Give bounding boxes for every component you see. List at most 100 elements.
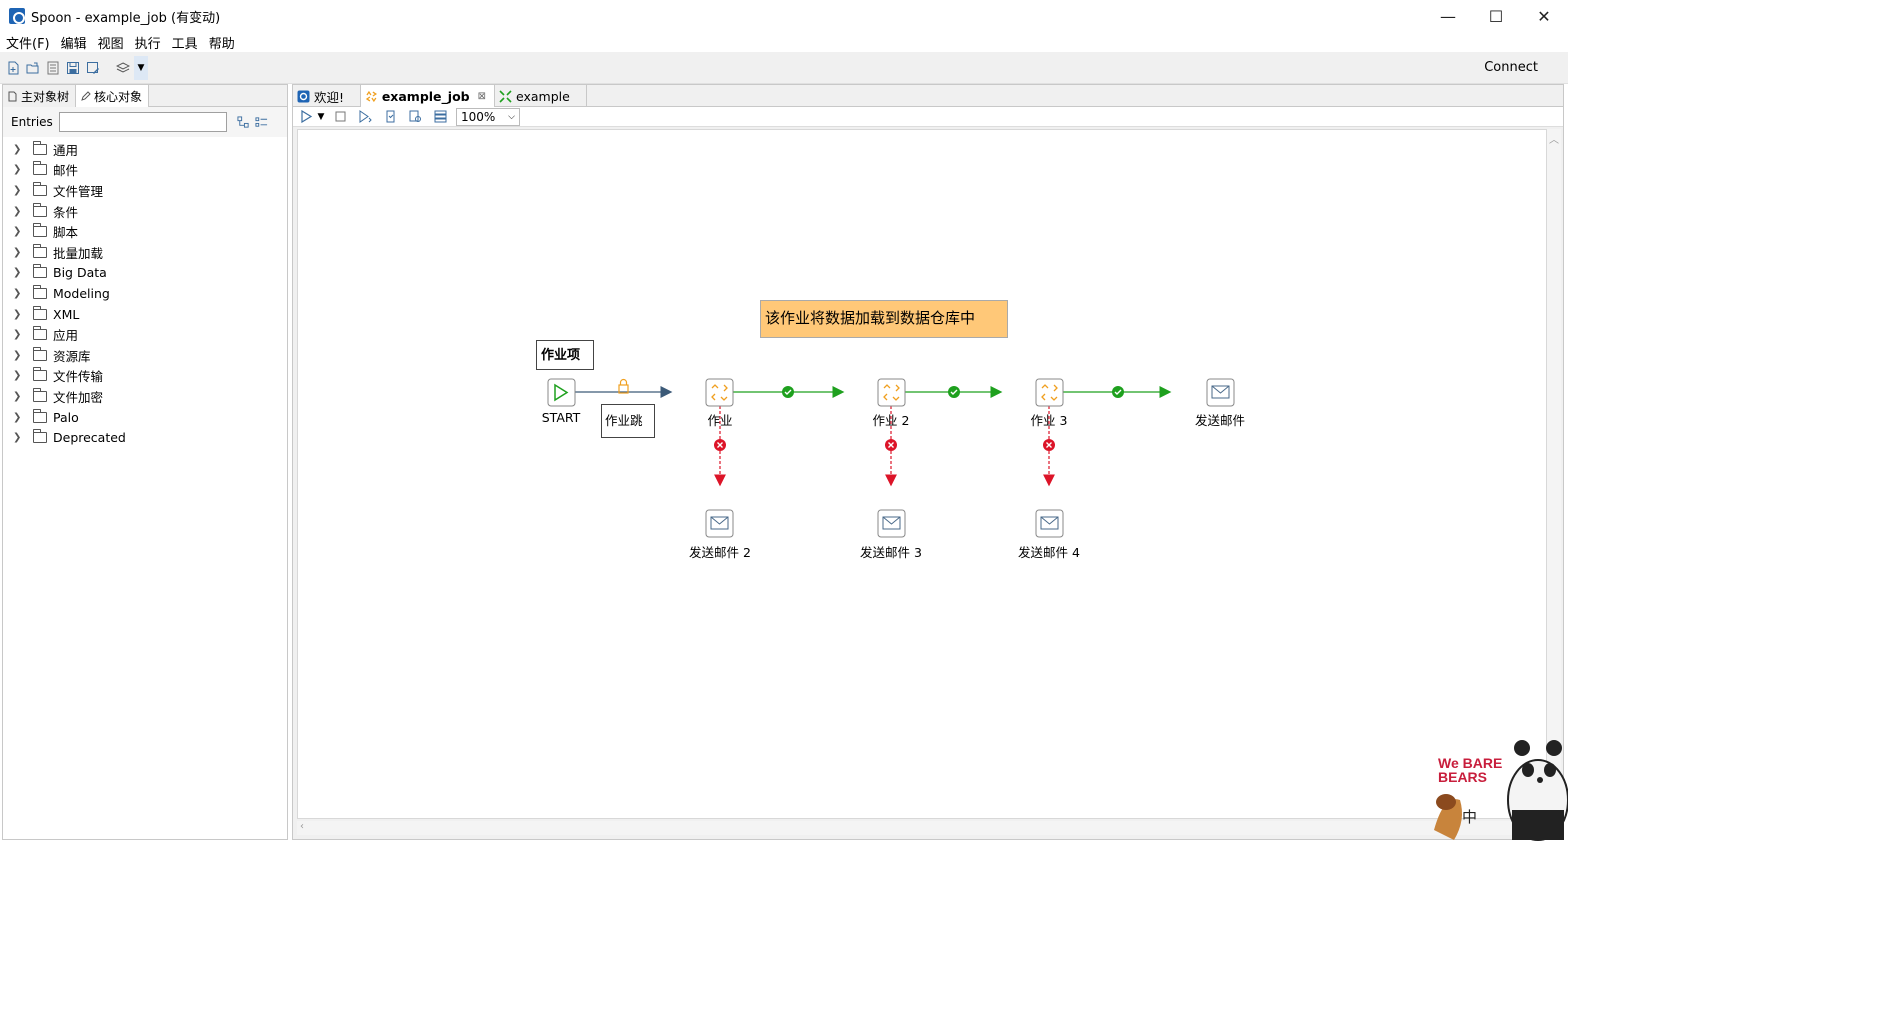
chevron-right-icon[interactable]: ❯ [13,432,22,444]
tree-item-mail[interactable]: ❯ 邮件 [3,160,287,181]
chevron-right-icon[interactable]: ❯ [13,329,22,341]
tree-item-modeling[interactable]: ❯Modeling [3,283,287,304]
note-job-hop[interactable]: 作业跳 [601,404,655,438]
open-folder-icon[interactable] [24,59,42,77]
tab-main-tree[interactable]: 主对象树 [3,85,77,107]
job-entry-1[interactable] [705,378,734,407]
tree-item-bulk-loading[interactable]: ❯批量加载 [3,242,287,263]
save-icon[interactable] [64,59,82,77]
note-job-entry[interactable]: 作业项 [536,340,594,370]
minimize-button[interactable]: — [1440,6,1456,26]
tree-item-big-data[interactable]: ❯Big Data [3,263,287,284]
sql-icon[interactable] [431,108,449,126]
chevron-right-icon[interactable]: ❯ [13,411,22,423]
close-tab-icon[interactable]: ⊠ [477,90,486,102]
hop-job1-mail2-error[interactable] [714,406,726,487]
mail-entry-4[interactable] [1035,509,1064,538]
save-as-icon[interactable] [84,59,102,77]
hop-job2-job3[interactable] [905,386,1003,398]
collapse-all-icon[interactable] [253,114,269,130]
zoom-select[interactable]: 100% ⌵ [456,107,520,126]
hop-job3-mail1[interactable] [1063,386,1172,398]
tree-item-xml[interactable]: ❯ XML [3,304,287,325]
tree-item-deprecated[interactable]: ❯Deprecated [3,427,287,448]
entries-search-input[interactable] [59,112,227,132]
scroll-left-icon[interactable]: ‹ [300,821,304,832]
run-icon[interactable] [297,108,315,126]
tree-item-file-management[interactable]: ❯ 文件管理 [3,180,287,201]
tree-item-file-transfer[interactable]: ❯ 文件传输 [3,366,287,387]
chevron-right-icon[interactable]: ❯ [13,184,22,196]
close-button[interactable]: ✕ [1537,6,1551,26]
tab-core-objects[interactable]: 核心对象 [76,85,150,107]
folder-icon [33,408,47,423]
tab-example[interactable]: example [495,85,587,107]
tree-item-label: 通用 [53,142,79,158]
explore-repository-icon[interactable] [44,59,62,77]
job-entry-2[interactable] [877,378,906,407]
chevron-right-icon[interactable]: ❯ [13,246,22,258]
start-entry[interactable] [547,378,576,407]
hop-start-job1[interactable] [575,378,673,398]
menu-help[interactable]: 帮助 [208,36,235,52]
chevron-right-icon[interactable]: ❯ [13,308,22,320]
perspective-dropdown[interactable]: ▼ [134,55,148,80]
job-entry-2-label: 作业 2 [872,413,910,428]
replay-icon[interactable] [356,108,374,126]
hop-job2-mail3-error[interactable] [885,406,897,487]
run-options-dropdown-icon[interactable]: ▼ [317,111,325,122]
chevron-right-icon[interactable]: ❯ [13,370,22,382]
menu-tools[interactable]: 工具 [171,36,198,52]
job-entry-3[interactable] [1035,378,1064,407]
mail-entry-3[interactable] [877,509,906,538]
scroll-up-icon[interactable]: ︿ [1549,135,1559,146]
check-job-icon[interactable] [381,108,399,126]
tree-item-label: 文件传输 [53,369,104,385]
tree-item-file-encryption[interactable]: ❯文件加密 [3,386,287,407]
layers-icon[interactable] [114,59,132,77]
tab-example-job[interactable]: example_job ⊠ [361,85,495,107]
stop-icon[interactable] [331,108,349,126]
chevron-right-icon[interactable]: ❯ [13,205,22,217]
tree-item-conditions[interactable]: ❯条件 [3,201,287,222]
tree-item-utility[interactable]: ❯ 应用 [3,324,287,345]
chevron-right-icon[interactable]: ❯ [13,164,22,176]
tree-item-label: XML [53,306,80,322]
ime-indicator[interactable]: 中 [1462,808,1478,826]
menu-file[interactable]: 文件(F) [6,36,50,52]
entries-label: Entries [11,115,53,129]
mail-entry-2[interactable] [705,509,734,538]
tree-item-label: 文件管理 [53,183,104,199]
connect-button[interactable]: Connect [1484,60,1538,75]
vertical-scrollbar[interactable]: ︿ [1547,129,1561,819]
chevron-right-icon[interactable]: ❯ [13,390,22,402]
note-description[interactable]: 该作业将数据加载到数据仓库中 [760,300,1008,338]
tree-item-palo[interactable]: ❯Palo [3,407,287,428]
tree-item-label: 应用 [53,328,79,344]
chevron-right-icon[interactable]: ❯ [13,349,22,361]
mail-entry-1[interactable] [1206,378,1235,407]
maximize-button[interactable]: ☐ [1488,6,1504,26]
hop-job3-mail4-error[interactable] [1043,406,1055,487]
left-panel: 主对象树 核心对象 Entries ❯通用 ❯邮件 ❯文件管理 ❯条件 ❯脚本 … [2,84,288,840]
job-canvas[interactable]: START 作业 作业 2 作业 3 发送邮件 发送邮件 2 发送邮件 3 发送… [297,129,1547,819]
folder-icon [33,140,47,155]
horizontal-scrollbar[interactable]: ‹ [297,821,1547,835]
new-file-icon[interactable] [4,59,22,77]
hop-job1-job2[interactable] [733,386,845,398]
tab-welcome[interactable]: 欢迎! [293,85,361,107]
tree-item-label: 邮件 [53,163,79,179]
chevron-right-icon[interactable]: ❯ [13,226,22,238]
menu-edit[interactable]: 编辑 [60,36,87,52]
tree-item-repository[interactable]: ❯资源库 [3,345,287,366]
menu-view[interactable]: 视图 [97,36,124,52]
analyze-impact-icon[interactable] [406,108,424,126]
expand-all-icon[interactable] [235,114,251,130]
menu-run[interactable]: 执行 [134,36,161,52]
tree-item-general[interactable]: ❯ 通用 [3,139,287,160]
chevron-right-icon[interactable]: ❯ [13,287,22,299]
folder-icon [33,305,47,320]
chevron-right-icon[interactable]: ❯ [13,267,22,279]
tree-item-scripting[interactable]: ❯脚本 [3,221,287,242]
chevron-right-icon[interactable]: ❯ [13,143,22,155]
